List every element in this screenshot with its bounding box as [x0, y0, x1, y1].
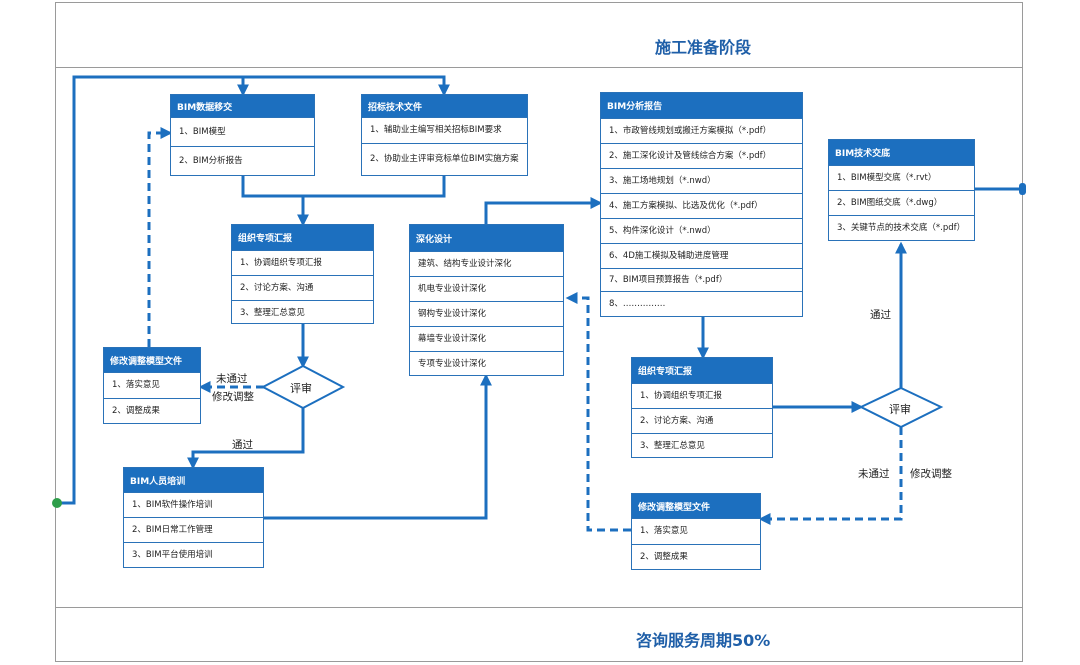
fail-label-2: 未通过 [858, 468, 890, 480]
training-to-deepen-line [264, 373, 492, 520]
diagram-frame [55, 2, 1023, 662]
deepen-design-item: 钢构专业设计深化 [410, 301, 563, 326]
bim-transfer-item: 2、BIM分析报告 [171, 146, 314, 175]
deepen-to-analysis-line [484, 197, 603, 224]
review1-label: 评审 [290, 382, 312, 395]
review2-diamond [858, 386, 944, 429]
bid-docs-box: 招标技术文件 1、辅助业主编写相关招标BIM要求 2、协助业主评审竞标单位BIM… [361, 94, 528, 176]
bid-docs-item: 2、协助业主评审竞标单位BIM实施方案 [362, 143, 527, 175]
revise2-item: 2、调整成果 [632, 544, 760, 570]
bim-handover-item: 1、BIM模型交底（*.rvt） [829, 165, 974, 190]
report1-item: 2、讨论方案、沟通 [232, 275, 373, 300]
report1-title: 组织专项汇报 [232, 225, 373, 250]
service-cycle-title: 咨询服务周期50% [636, 631, 771, 650]
bim-handover-title: BIM技术交底 [829, 140, 974, 165]
end-endpoint [1019, 183, 1026, 195]
pass-label-2: 通过 [870, 309, 891, 321]
revise2-box: 修改调整模型文件 1、落实意见 2、调整成果 [631, 493, 761, 570]
merge-line [241, 175, 446, 198]
adjust-label-1: 修改调整 [212, 391, 254, 403]
revise1-back-line [147, 127, 173, 347]
start-endpoint [52, 498, 62, 508]
revise2-title: 修改调整模型文件 [632, 494, 760, 518]
review2-fail-line [758, 427, 903, 525]
deepen-design-item: 专项专业设计深化 [410, 351, 563, 376]
revise1-title: 修改调整模型文件 [104, 348, 200, 372]
revise1-item: 1、落实意见 [104, 372, 200, 398]
report2-item: 2、讨论方案、沟通 [632, 408, 772, 433]
training-item: 2、BIM日常工作管理 [124, 517, 263, 542]
revise2-item: 1、落实意见 [632, 518, 760, 544]
bim-analysis-title: BIM分析报告 [601, 93, 802, 118]
deepen-design-box: 深化设计 建筑、结构专业设计深化 机电专业设计深化 钢构专业设计深化 幕墙专业设… [409, 224, 564, 376]
training-box: BIM人员培训 1、BIM软件操作培训 2、BIM日常工作管理 3、BIM平台使… [123, 467, 264, 568]
bim-handover-box: BIM技术交底 1、BIM模型交底（*.rvt） 2、BIM图纸交底（*.dwg… [828, 139, 975, 241]
bim-analysis-item: 8、…………… [601, 291, 802, 316]
report2-item: 1、协调组织专项汇报 [632, 383, 772, 408]
report2-item: 3、整理汇总意见 [632, 433, 772, 458]
pass-label-1: 通过 [232, 439, 253, 451]
deepen-design-item: 幕墙专业设计深化 [410, 326, 563, 351]
bim-transfer-item: 1、BIM模型 [171, 117, 314, 146]
bim-analysis-item: 3、施工场地规划（*.nwd） [601, 168, 802, 193]
revise1-box: 修改调整模型文件 1、落实意见 2、调整成果 [103, 347, 201, 424]
bim-analysis-item: 5、构件深化设计（*.nwd） [601, 218, 802, 243]
bim-handover-item: 2、BIM图纸交底（*.dwg） [829, 190, 974, 215]
training-title: BIM人员培训 [124, 468, 263, 492]
report2-title: 组织专项汇报 [632, 358, 772, 383]
review1-pass-line [187, 408, 305, 470]
report2-box: 组织专项汇报 1、协调组织专项汇报 2、讨论方案、沟通 3、整理汇总意见 [631, 357, 773, 458]
bim-transfer-title: BIM数据移交 [171, 95, 314, 117]
training-item: 1、BIM软件操作培训 [124, 492, 263, 517]
bim-analysis-item: 1、市政管线规划或搬迁方案模拟（*.pdf） [601, 118, 802, 143]
phase-title: 施工准备阶段 [655, 38, 752, 57]
bim-analysis-item: 7、BIM项目预算报告（*.pdf） [601, 268, 802, 291]
report1-box: 组织专项汇报 1、协调组织专项汇报 2、讨论方案、沟通 3、整理汇总意见 [231, 224, 374, 324]
bid-docs-title: 招标技术文件 [362, 95, 527, 117]
adjust-label-2: 修改调整 [910, 468, 952, 480]
review2-label: 评审 [889, 403, 911, 416]
header-divider [55, 67, 1023, 68]
left-loop-line [58, 75, 450, 505]
deepen-design-title: 深化设计 [410, 225, 563, 251]
footer-divider [55, 607, 1023, 608]
deepen-design-item: 建筑、结构专业设计深化 [410, 251, 563, 276]
fail-label-1: 未通过 [216, 373, 248, 385]
bim-analysis-item: 4、施工方案模拟、比选及优化（*.pdf） [601, 193, 802, 218]
bid-docs-item: 1、辅助业主编写相关招标BIM要求 [362, 117, 527, 143]
bim-handover-item: 3、关键节点的技术交底（*.pdf） [829, 215, 974, 240]
report1-item: 3、整理汇总意见 [232, 300, 373, 325]
training-item: 3、BIM平台使用培训 [124, 542, 263, 567]
deepen-design-item: 机电专业设计深化 [410, 276, 563, 301]
bim-transfer-box: BIM数据移交 1、BIM模型 2、BIM分析报告 [170, 94, 315, 176]
bim-analysis-item: 2、施工深化设计及管线综合方案（*.pdf） [601, 143, 802, 168]
review1-diamond [260, 364, 346, 410]
revise1-item: 2、调整成果 [104, 398, 200, 424]
revise2-back-line [565, 292, 631, 532]
bim-analysis-box: BIM分析报告 1、市政管线规划或搬迁方案模拟（*.pdf） 2、施工深化设计及… [600, 92, 803, 317]
report1-item: 1、协调组织专项汇报 [232, 250, 373, 275]
bim-analysis-item: 6、4D施工模拟及辅助进度管理 [601, 243, 802, 268]
